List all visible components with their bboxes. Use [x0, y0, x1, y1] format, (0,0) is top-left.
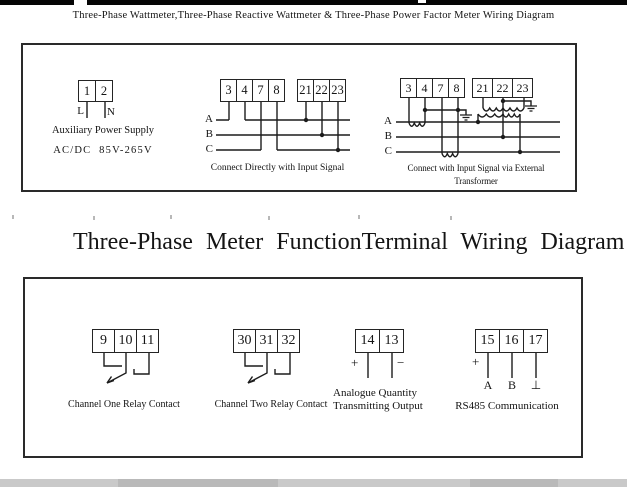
neutral-label: N [107, 106, 115, 118]
analogue-terminal-strip: 14 13 [355, 329, 404, 353]
terminal-cell: 8 [448, 79, 464, 97]
scan-edge-bottom-segment [470, 479, 558, 487]
scan-artifact-tick [93, 216, 95, 220]
terminal-cell: 31 [255, 330, 277, 352]
aux-terminal-strip: 1 2 [78, 80, 113, 102]
relay1-caption: Channel One Relay Contact [68, 399, 180, 410]
scan-artifact-tick [450, 216, 452, 220]
terminal-cell: 11 [136, 330, 158, 352]
scan-edge-top [0, 0, 627, 5]
analogue-caption-line1: Analogue Quantity [333, 387, 418, 399]
rs485-terminal-strip: 15 16 17 [475, 329, 548, 353]
terminal-cell: 7 [252, 80, 268, 101]
aux-rating: AC/DC 85V-265V [53, 145, 153, 156]
phase-b-label: B [384, 130, 392, 142]
terminal-cell: 23 [329, 80, 345, 101]
function-wiring-box [23, 277, 583, 458]
terminal-cell: 4 [416, 79, 432, 97]
terminal-cell: 9 [93, 330, 114, 352]
relay2-terminal-strip: 30 31 32 [233, 329, 300, 353]
terminal-cell: 3 [401, 79, 416, 97]
terminal-cell: 8 [268, 80, 284, 101]
terminal-cell: 23 [512, 79, 532, 97]
terminal-cell: 30 [234, 330, 255, 352]
rs485-b-label: B [507, 378, 516, 392]
phase-b-label: B [205, 128, 213, 140]
phase-c-label: C [205, 143, 213, 155]
terminal-cell: 15 [476, 330, 499, 352]
direct-current-terminal-strip: 3 4 7 8 [220, 79, 285, 102]
rs485-a-label: A [483, 378, 493, 392]
power-wiring-box [21, 43, 577, 192]
terminal-cell: 2 [95, 81, 112, 101]
scan-edge-bottom-segment [118, 479, 278, 487]
transformer-caption: Connect with Input Signal via External T… [407, 163, 545, 186]
scan-edge-notch [418, 0, 426, 3]
terminal-cell: 1 [79, 81, 95, 101]
terminal-cell: 14 [356, 330, 379, 352]
transformer-current-terminal-strip: 3 4 7 8 [400, 78, 465, 98]
phase-c-label: C [384, 145, 392, 157]
aux-caption: Auxiliary Power Supply [51, 125, 155, 136]
plus-label: + [351, 355, 359, 370]
transformer-voltage-terminal-strip: 21 22 23 [472, 78, 533, 98]
terminal-cell: 22 [492, 79, 512, 97]
page-title: Three-Phase Wattmeter,Three-Phase Reacti… [72, 10, 555, 21]
terminal-cell: 21 [473, 79, 492, 97]
relay2-caption: Channel Two Relay Contact [214, 399, 328, 410]
direct-voltage-terminal-strip: 21 22 23 [297, 79, 346, 102]
direct-caption: Connect Directly with Input Signal [210, 163, 345, 173]
terminal-cell: 10 [114, 330, 136, 352]
terminal-cell: 4 [236, 80, 252, 101]
scan-artifact-tick [12, 215, 14, 219]
scan-artifact-tick [170, 215, 172, 219]
analogue-caption-line2: Transmitting Output [333, 400, 423, 412]
scan-artifact-tick [358, 215, 360, 219]
terminal-cell: 17 [523, 330, 547, 352]
line-label: L [77, 105, 84, 117]
terminal-cell: 16 [499, 330, 523, 352]
terminal-cell: 32 [277, 330, 299, 352]
plus-label: + [472, 354, 480, 369]
relay1-terminal-strip: 9 10 11 [92, 329, 159, 353]
scan-artifact-tick [268, 216, 270, 220]
rs485-ground-label: ⊥ [530, 378, 542, 392]
terminal-cell: 7 [432, 79, 448, 97]
terminal-cell: 3 [221, 80, 236, 101]
section-title: Three-Phase Meter FunctionTerminal Wirin… [73, 229, 625, 255]
scan-edge-notch [74, 0, 87, 5]
phase-a-label: A [384, 115, 392, 127]
phase-a-label: A [205, 113, 213, 125]
minus-label: − [397, 355, 405, 370]
terminal-cell: 13 [379, 330, 403, 352]
terminal-cell: 22 [313, 80, 329, 101]
rs485-caption: RS485 Communication [455, 400, 559, 412]
scan-edge-bottom [0, 479, 627, 487]
terminal-cell: 21 [298, 80, 313, 101]
